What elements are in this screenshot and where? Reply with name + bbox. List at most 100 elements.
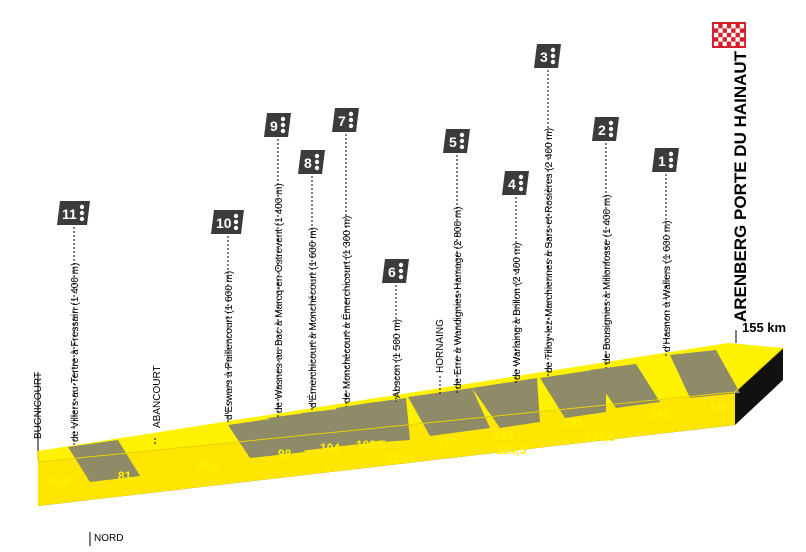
cobble-band-2 — [590, 364, 660, 408]
flag-check — [726, 28, 732, 33]
difficulty-star — [348, 123, 354, 129]
sector-name: d'Émerchicourt à Monchécourt (1 600 m) — [306, 227, 319, 408]
sector-9: 9 de Wasnes-au Bac à Marcq-en-Ostrevent (… — [264, 113, 291, 417]
difficulty-star — [459, 144, 465, 150]
difficulty-star — [314, 165, 320, 171]
sector-name: de Wasnes-au Bac à Marcq-en-Ostrevent (1… — [274, 183, 285, 413]
difficulty-star — [348, 117, 354, 123]
waypoint-hornaing: HORNAING — [435, 319, 446, 373]
difficulty-star — [608, 120, 614, 126]
sector-number: 9 — [270, 118, 278, 134]
start-town: BUGNICOURT — [33, 372, 44, 439]
finish-flag — [712, 22, 746, 48]
difficulty-star — [608, 132, 614, 138]
difficulty-star — [459, 138, 465, 144]
difficulty-star — [314, 159, 320, 165]
difficulty-star — [518, 180, 524, 186]
flag-check — [714, 41, 719, 46]
sector-1: 1 d'Hasnon à Wallers (1 600 m) — [652, 148, 679, 356]
difficulty-star — [668, 163, 674, 169]
flag-check — [714, 32, 719, 38]
difficulty-star — [233, 219, 239, 225]
profile-ridge — [37, 347, 784, 463]
finish-name: ARENBERG PORTE DU HAINAUT — [731, 50, 750, 322]
difficulty-star — [668, 157, 674, 163]
flag-check — [722, 24, 727, 29]
difficulty-star — [280, 128, 286, 134]
difficulty-star — [550, 53, 556, 59]
km-label: 123 — [493, 429, 513, 443]
sector-number: 6 — [388, 264, 396, 280]
difficulty-star — [398, 262, 404, 268]
sector-number: 10 — [216, 215, 232, 231]
sector-name: de Villers-au-Tertre à Fressain (1 400 m… — [70, 263, 81, 442]
sector-name: de Bousignies à Millonfosse (1 400 m) — [602, 194, 613, 364]
cobble-sectors — [68, 350, 740, 482]
difficulty-star — [459, 132, 465, 138]
difficulty-star — [233, 225, 239, 231]
flag-check — [718, 37, 723, 42]
sector-10: 10 d'Eswars à Paillencourt (1 600 m) — [211, 210, 244, 424]
flag-check — [718, 28, 723, 33]
difficulty-star — [398, 274, 404, 280]
cobble-band-4 — [472, 378, 540, 428]
cobble-band-1 — [670, 350, 740, 398]
km-label: 124,5 — [496, 443, 526, 457]
difficulty-star — [314, 153, 320, 159]
difficulty-star — [79, 204, 85, 210]
waypoint-abancourt: ABANCOURT — [152, 365, 163, 428]
sector-labels: 11 de Villers-au-Tertre à Fressain (1 400… — [57, 44, 679, 446]
flag-check — [722, 41, 727, 46]
difficulty-star — [280, 122, 286, 128]
sector-number: 1 — [658, 153, 666, 169]
sector-name: d'Hasnon à Wallers (1 600 m) — [662, 220, 673, 352]
sector-name: de Tilloy-lez-Marchiennes à Sars-et-Rosi… — [544, 128, 555, 373]
profile-front-face — [38, 392, 735, 506]
cobble-band-6 — [362, 398, 410, 442]
sector-number: 2 — [598, 122, 606, 138]
flag-check — [722, 32, 727, 38]
difficulty-star — [280, 116, 286, 122]
sector-name: d'Eswars à Paillencourt (1 600 m) — [224, 271, 235, 420]
flag-check — [739, 24, 745, 29]
difficulty-star — [79, 216, 85, 222]
km-label: 76,5 — [47, 475, 71, 489]
difficulty-star — [550, 47, 556, 53]
sector-number: 4 — [508, 176, 516, 192]
km-label: 104 — [320, 441, 340, 455]
difficulty-star — [518, 174, 524, 180]
flag-check — [726, 37, 732, 42]
sector-11: 11 de Villers-au-Tertre à Fressain (1 400… — [57, 201, 90, 446]
sector-number: 11 — [62, 206, 77, 222]
cobble-band-5 — [408, 388, 490, 436]
km-label: 81 — [118, 469, 132, 483]
difficulty-star — [398, 268, 404, 274]
finish-distance: 155 km — [742, 320, 786, 335]
difficulty-star — [550, 59, 556, 65]
sector-number: 5 — [449, 134, 457, 150]
flag-check — [739, 41, 745, 46]
sector-name: de Erre à Wandignies-Hamage (2 800 m) — [453, 207, 464, 390]
difficulty-star — [348, 111, 354, 117]
sector-name: Abscon (1 500 m) — [392, 319, 403, 398]
km-label: 117 — [437, 435, 457, 449]
flag-check — [735, 28, 740, 33]
sector-name: de Warlaing à Brillon (2 400 m) — [512, 243, 523, 380]
start-region: NORD — [94, 533, 123, 544]
flag-check — [739, 32, 745, 38]
km-label: 90,5 — [196, 458, 220, 472]
km-label: 98 — [278, 447, 292, 461]
difficulty-star — [668, 151, 674, 157]
flag-check — [731, 32, 736, 38]
sector-8: 8 d'Émerchicourt à Monchécourt (1 600 m) — [298, 150, 325, 412]
sector-3: 3de Tilloy-lez-Marchiennes à Sars-et-Ros… — [534, 44, 561, 377]
km-label: 108,5 — [356, 438, 386, 452]
km-label: 111,5 — [386, 451, 415, 465]
flag-check — [714, 24, 719, 29]
sector-name: de Monchécourt à Émerchicourt (1 300 m) — [340, 216, 353, 403]
sector-number: 8 — [304, 155, 312, 171]
difficulty-star — [518, 186, 524, 192]
